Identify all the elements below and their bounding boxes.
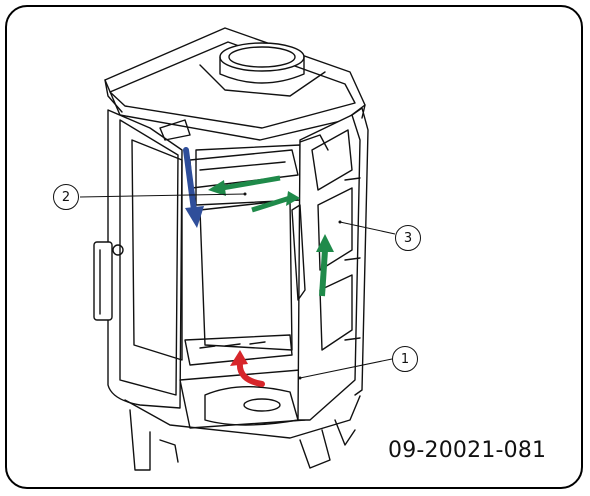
stove-base bbox=[124, 395, 361, 439]
door-handle bbox=[93, 241, 113, 321]
grate bbox=[184, 334, 293, 366]
callout-3: 3 bbox=[395, 225, 421, 251]
door-glass bbox=[131, 139, 183, 361]
callout-1: 1 bbox=[392, 346, 418, 372]
leader-1 bbox=[299, 358, 393, 379]
stove-front-body bbox=[107, 109, 183, 409]
leader-2 bbox=[79, 193, 246, 198]
red-intake-arrow bbox=[230, 350, 265, 387]
callout-2: 2 bbox=[53, 184, 79, 210]
firebox-back bbox=[199, 199, 293, 351]
leader-3 bbox=[339, 221, 396, 235]
green-top-arrow bbox=[208, 175, 281, 196]
green-side-arrow bbox=[251, 191, 334, 297]
blue-downflow-arrow bbox=[183, 147, 204, 228]
part-number: 09-20021-081 bbox=[388, 438, 547, 463]
